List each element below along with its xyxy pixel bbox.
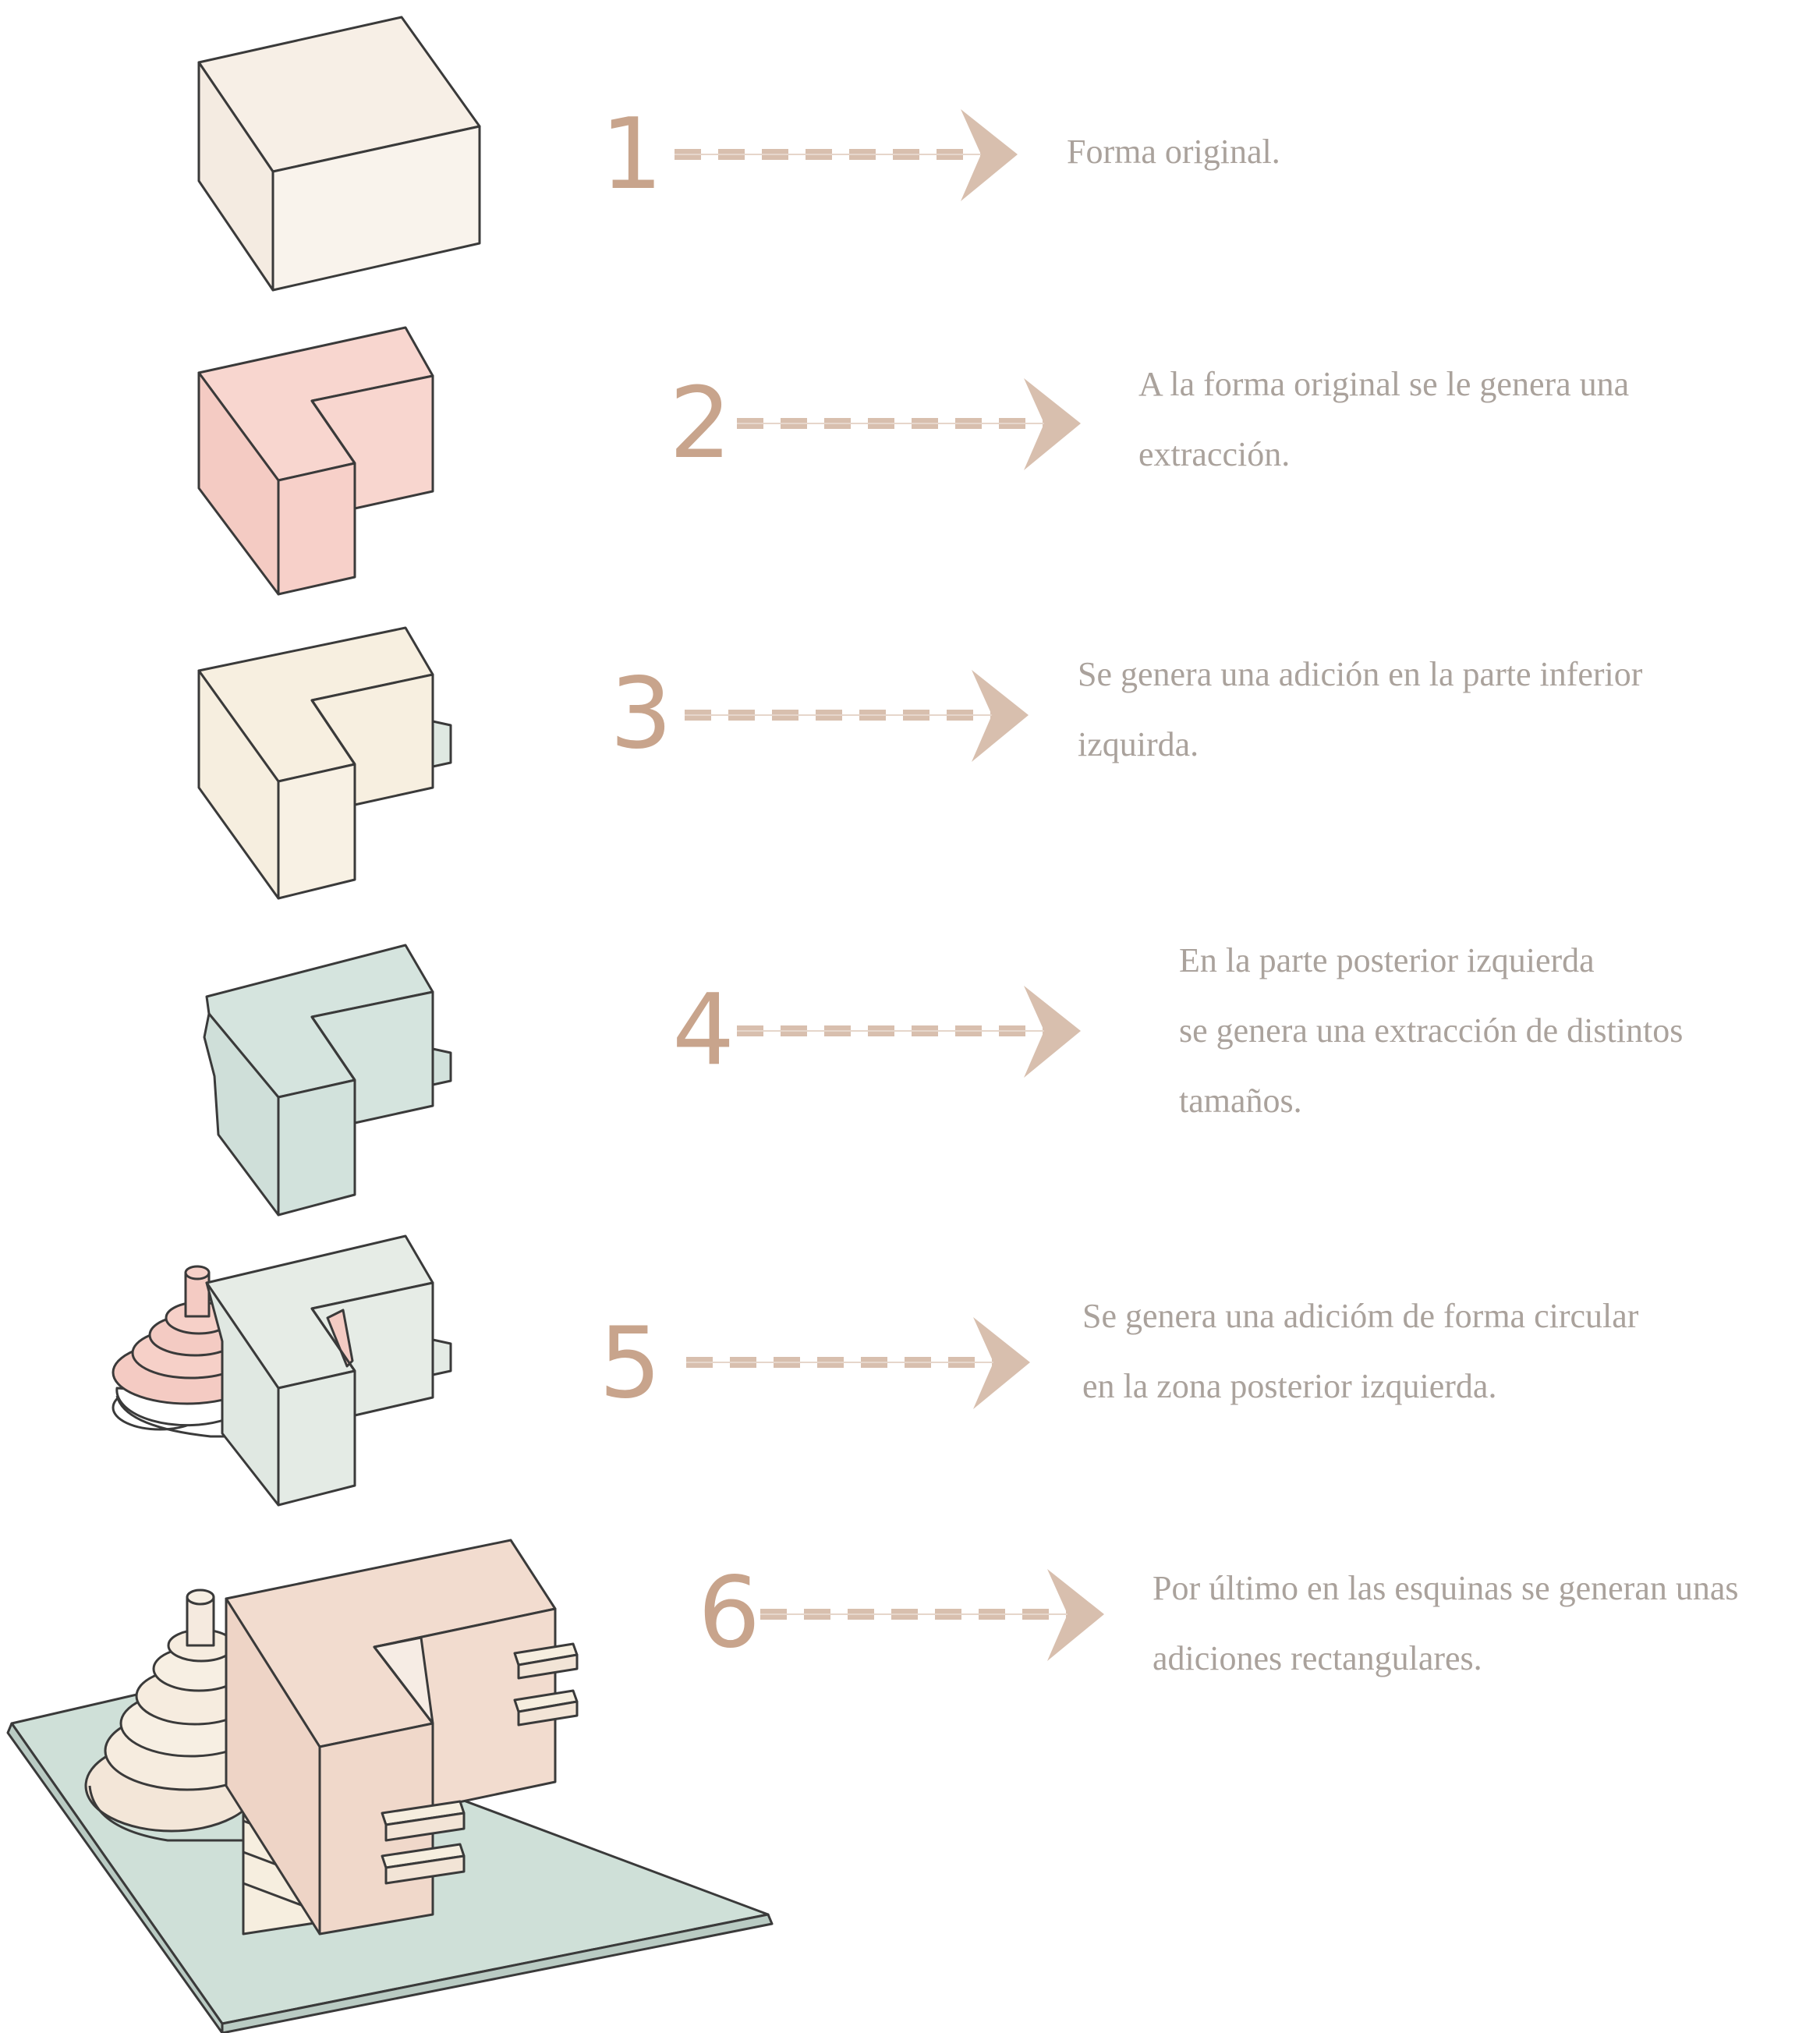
step-6-line-2: adiciones rectangulares. [1153, 1639, 1482, 1677]
arrow-1 [675, 109, 1018, 201]
step-number-6: 6 [698, 1555, 761, 1670]
arrow-6 [760, 1569, 1104, 1661]
step-4-line-2: se genera una extracción de distintos [1179, 1011, 1684, 1050]
step-5-line-2: en la zona posterior izquierda. [1082, 1367, 1497, 1405]
model-5-circular-addition [112, 1234, 452, 1507]
model-3-addition [197, 626, 452, 900]
step-number-1: 1 [600, 97, 664, 211]
step-description-1: Forma original. [1067, 117, 1280, 187]
step-4-line-1: En la parte posterior izquierda [1179, 941, 1595, 979]
step-description-4: En la parte posterior izquierda se gener… [1179, 926, 1683, 1136]
step-6-line-1: Por último en las esquinas se generan un… [1153, 1569, 1739, 1607]
model-1-original-box [197, 16, 481, 292]
step-4-line-3: tamaños. [1179, 1082, 1302, 1120]
step-number-2: 2 [669, 366, 732, 480]
arrow-5 [686, 1317, 1030, 1409]
step-2-line-1: A la forma original se le genera una [1138, 365, 1630, 403]
model-4-extraction-sizes [203, 944, 452, 1217]
step-number-4: 4 [672, 972, 735, 1087]
step-number-5: 5 [599, 1305, 662, 1420]
step-number-3: 3 [610, 656, 673, 770]
step-3-line-2: izquirda. [1078, 725, 1199, 763]
step-description-6: Por último en las esquinas se generan un… [1153, 1553, 1739, 1694]
model-2-extraction [197, 326, 434, 596]
step-description-5: Se genera una adicióm de forma circular … [1082, 1281, 1638, 1422]
step-description-2: A la forma original se le genera una ext… [1138, 349, 1629, 490]
step-5-line-1: Se genera una adicióm de forma circular [1082, 1297, 1639, 1335]
step-description-3: Se genera una adición en la parte inferi… [1078, 639, 1642, 780]
model-6-final [6, 1539, 774, 2033]
step-2-line-2: extracción. [1138, 435, 1291, 473]
step-3-line-1: Se genera una adición en la parte inferi… [1078, 655, 1643, 693]
step-1-line-1: Forma original. [1067, 133, 1280, 171]
arrow-3 [685, 670, 1029, 762]
arrow-2 [737, 378, 1081, 470]
arrow-4 [737, 986, 1081, 1078]
